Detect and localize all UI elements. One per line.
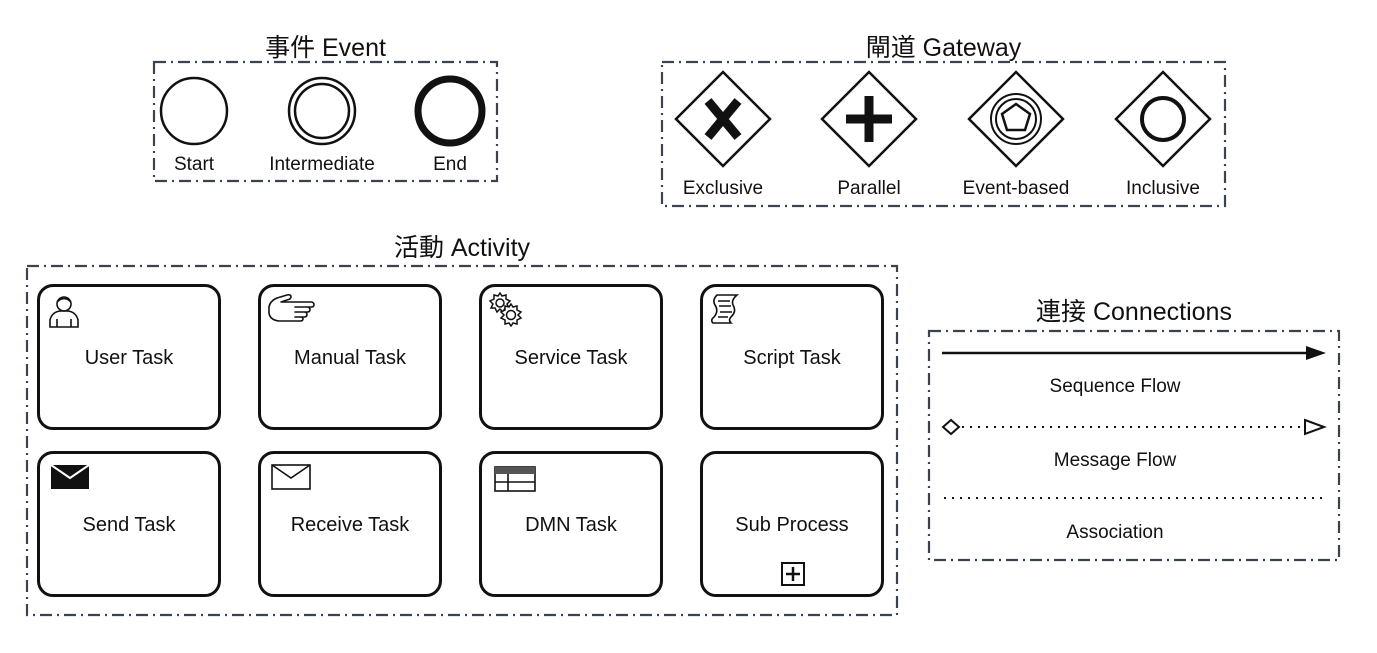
- user-icon: [49, 296, 79, 328]
- parallel-gateway-icon: [820, 70, 918, 168]
- event-label-intermediate: Intermediate: [269, 154, 375, 175]
- task-label: User Task: [84, 347, 174, 369]
- gateway-title: 閘道 Gateway: [865, 34, 1022, 62]
- task-label: Sub Process: [735, 514, 849, 536]
- send-task: Send Task: [37, 451, 221, 597]
- event-group-frame: [152, 60, 499, 183]
- event-label-start: Start: [173, 154, 215, 175]
- intermediate-event-icon: [287, 76, 357, 146]
- activity-title: 活動 Activity: [393, 234, 531, 262]
- connection-label-sequence: Sequence Flow: [1049, 376, 1181, 397]
- task-label: Script Task: [743, 347, 841, 369]
- service-task: Service Task: [479, 284, 663, 430]
- user-task: User Task: [37, 284, 221, 430]
- inclusive-gateway-icon: [1114, 70, 1212, 168]
- connection-label-message: Message Flow: [1053, 450, 1177, 471]
- filled-envelope-icon: [50, 464, 90, 489]
- script-task: Script Task: [700, 284, 884, 430]
- sequence-flow-arrow: [942, 346, 1326, 360]
- start-event-icon: [159, 76, 229, 146]
- exclusive-gateway-icon: [674, 70, 772, 168]
- table-icon: [494, 466, 536, 492]
- gateway-label-event-based: Event-based: [962, 178, 1070, 199]
- message-flow-arrow: [941, 418, 1327, 436]
- connection-label-association: Association: [1066, 522, 1164, 543]
- end-event-icon: [414, 75, 486, 147]
- task-label: Send Task: [82, 514, 176, 536]
- task-label: Service Task: [514, 347, 628, 369]
- gear-icon: [488, 291, 523, 327]
- gateway-group-frame: [660, 60, 1227, 208]
- receive-task: Receive Task: [258, 451, 442, 597]
- plus-box-icon: [781, 562, 805, 586]
- event-title: 事件 Event: [265, 34, 386, 62]
- connections-title: 連接 Connections: [1036, 298, 1232, 326]
- task-label: DMN Task: [525, 514, 617, 536]
- event-based-gateway-icon: [967, 70, 1065, 168]
- envelope-icon: [271, 464, 311, 490]
- script-icon: [711, 294, 740, 324]
- gateway-label-exclusive: Exclusive: [682, 178, 764, 199]
- manual-task: Manual Task: [258, 284, 442, 430]
- task-label: Receive Task: [290, 514, 410, 536]
- hand-icon: [268, 293, 315, 322]
- gateway-label-inclusive: Inclusive: [1126, 178, 1200, 199]
- dmn-task: DMN Task: [479, 451, 663, 597]
- gateway-label-parallel: Parallel: [837, 178, 901, 199]
- sub-process: Sub Process: [700, 451, 884, 597]
- task-label: Manual Task: [294, 347, 406, 369]
- activity-group-frame: [25, 264, 899, 617]
- connections-group-frame: [927, 329, 1341, 562]
- event-label-end: End: [433, 154, 467, 175]
